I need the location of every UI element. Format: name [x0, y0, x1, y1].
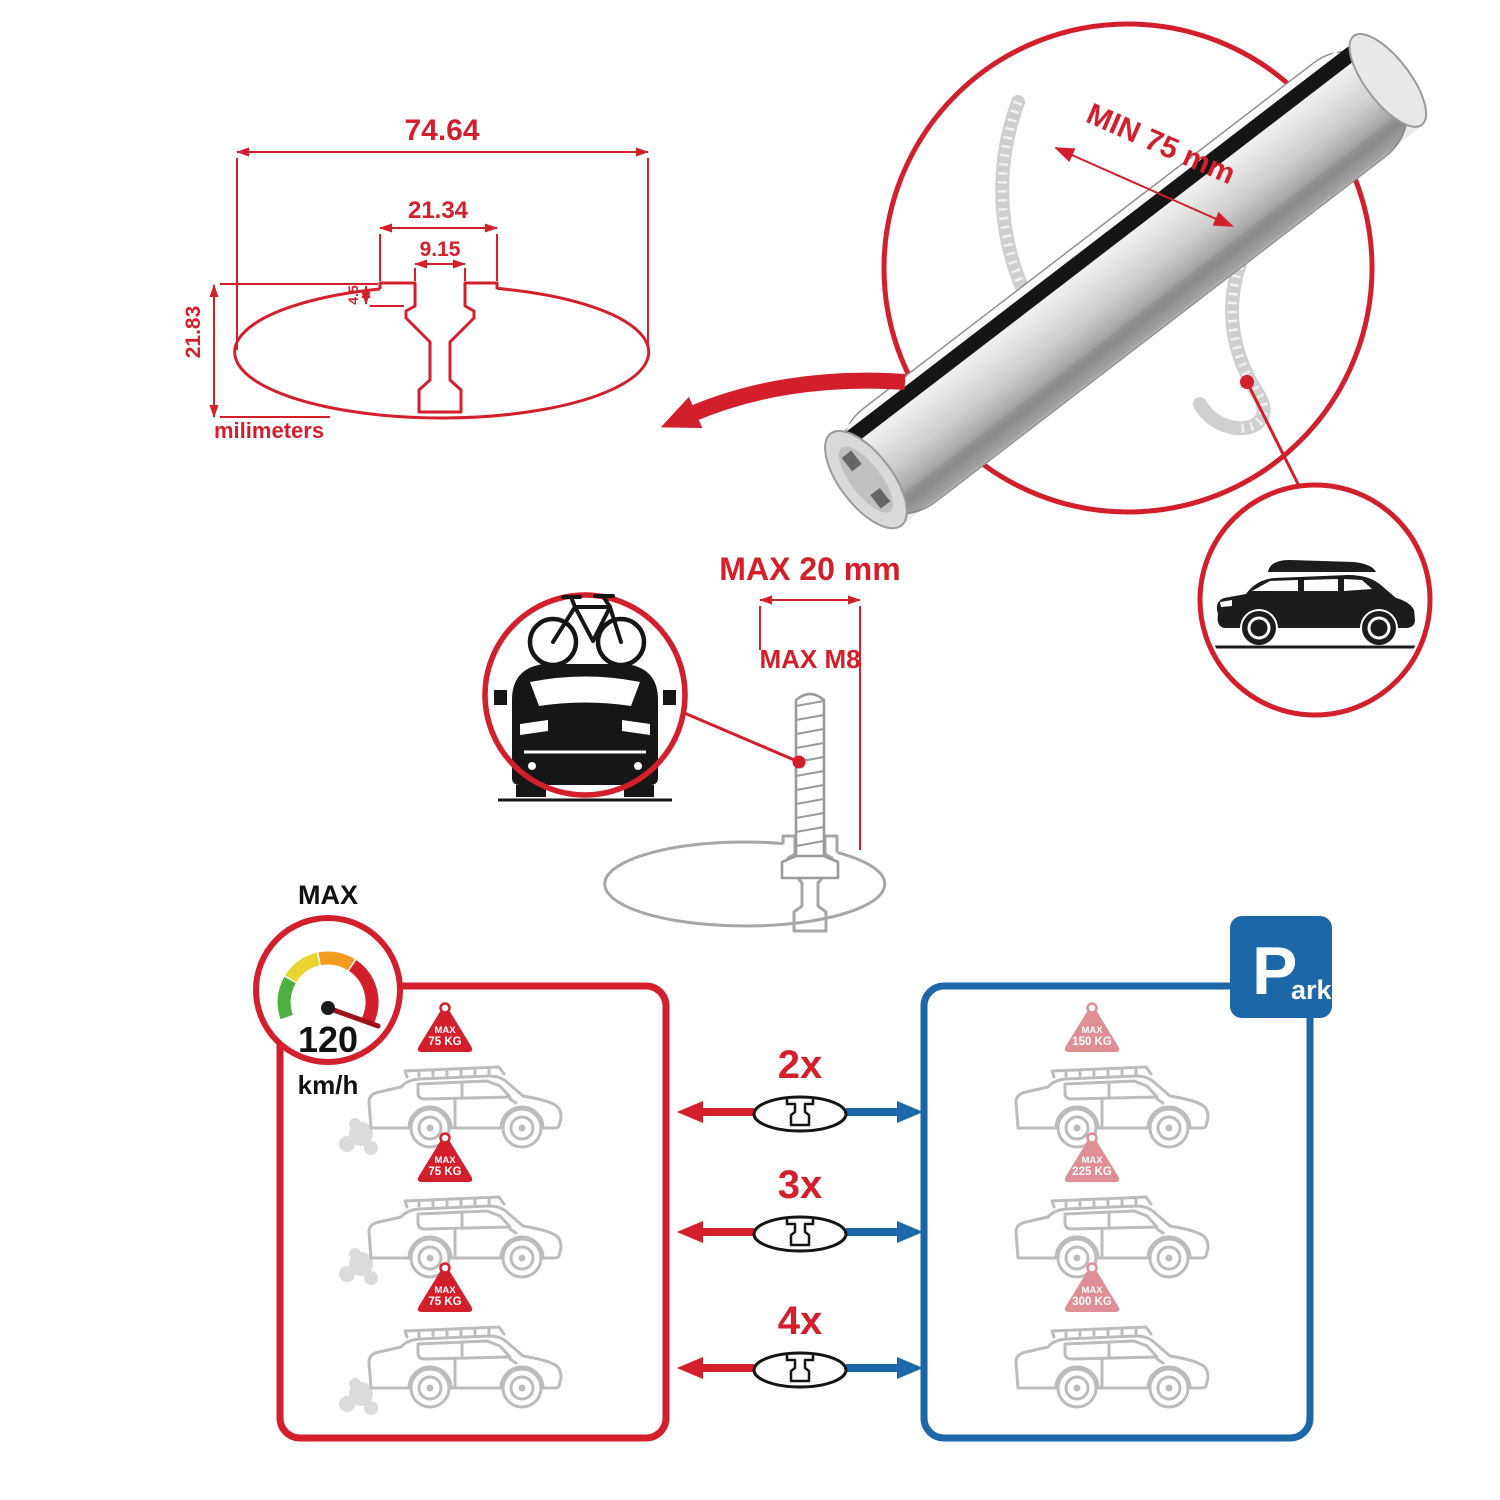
crossbar-seam	[876, 104, 1408, 513]
connector-to-front-circle	[681, 710, 800, 764]
bar-count-row: 2x	[677, 1043, 923, 1133]
load-badge: MAX 300 KG	[1063, 1262, 1121, 1314]
cross-section-channel-profile	[378, 281, 499, 414]
badge-max: MAX	[1081, 1025, 1103, 1036]
suv-window	[1344, 579, 1372, 591]
parked-panel: MAX 150 KG MAX 225 KG MAX 300 KG	[1014, 1002, 1210, 1409]
dim-slot-width-label: 9.15	[420, 238, 461, 261]
dim-total-width-label: 74.64	[404, 114, 479, 147]
bar-count-row: 4x	[677, 1299, 923, 1389]
suv-window	[1252, 580, 1298, 591]
car-mirror	[663, 690, 676, 705]
load-badge: MAX 75 KG	[416, 1002, 474, 1054]
rail-strap-right	[1193, 251, 1271, 436]
bar-count-rows: 2x 3x 4x	[677, 1043, 923, 1389]
car-front-art	[494, 664, 676, 802]
bolt-fitting-diagram: MAX 20 mm MAX M8	[603, 551, 901, 933]
badge-load: 75 KG	[428, 1036, 461, 1048]
crossbar-shade	[881, 107, 1423, 529]
car-windshield	[530, 676, 640, 706]
bolt-threads	[795, 700, 825, 847]
park-sign: P ark	[1230, 916, 1333, 1018]
park-sign-ark: ark	[1291, 975, 1333, 1005]
dim-bar-height-label: 21.83	[182, 306, 205, 359]
car-headlight	[622, 720, 650, 735]
bolt-head	[780, 854, 840, 880]
dim-channel-width-label: 21.34	[408, 197, 469, 224]
vehicle-circle-ring	[1197, 482, 1433, 718]
suv-window	[1304, 579, 1338, 591]
crossbar-profile-icon	[752, 1095, 848, 1133]
bicycle-icon	[527, 594, 647, 668]
front-circle-ring	[482, 592, 688, 798]
park-sign-board	[1230, 916, 1332, 1018]
min-span-arrow	[1054, 147, 1234, 227]
car-mirror	[494, 690, 507, 705]
crossbar-profile-icon	[752, 1351, 848, 1389]
connector-to-vehicle	[1245, 381, 1304, 493]
speed-value: 120	[298, 1019, 358, 1060]
max-clamp-label: MAX 20 mm	[719, 551, 900, 587]
car-foglight	[634, 762, 642, 770]
bolt	[780, 692, 840, 880]
load-badge: MAX 75 KG	[416, 1132, 474, 1184]
vehicle-roofbox-circle	[1197, 482, 1433, 718]
badge-max: MAX	[434, 1285, 456, 1296]
crossbar-rubber-strip	[840, 46, 1359, 448]
badge-max: MAX	[1081, 1155, 1103, 1166]
badge-load: 225 KG	[1072, 1166, 1112, 1178]
load-badge: MAX 225 KG	[1063, 1132, 1121, 1184]
cross-section-diagram: 74.64 21.34 9.15 4.5 21.83 milimeters	[182, 114, 651, 443]
badge-load: 75 KG	[428, 1296, 461, 1308]
badge-load: 150 KG	[1072, 1036, 1112, 1048]
vehicle-roofbox-art	[1212, 560, 1422, 649]
max-bolt-label: MAX M8	[759, 644, 860, 674]
grey-channel	[781, 834, 839, 933]
suv-headlight	[1220, 600, 1232, 607]
gauge-arcs	[277, 951, 379, 1024]
load-badge: MAX 150 KG	[1063, 1002, 1121, 1054]
car-tire	[516, 785, 546, 797]
bar-count-label: 3x	[778, 1163, 823, 1207]
grey-ellipse	[603, 840, 887, 928]
park-sign-p: P	[1252, 933, 1297, 1009]
speed-unit: km/h	[298, 1070, 359, 1100]
units-label: milimeters	[214, 418, 324, 443]
car-foglight	[528, 762, 536, 770]
badge-max: MAX	[434, 1155, 456, 1166]
crossbar-endcap-right	[1348, 33, 1428, 128]
bar-count-label: 2x	[778, 1043, 823, 1087]
driving-panel: MAX 75 KG MAX 75 KG MAX 75 KG	[339, 1002, 563, 1415]
badge-load: 75 KG	[428, 1166, 461, 1178]
badge-max: MAX	[434, 1025, 456, 1036]
badge-max: MAX	[1081, 1285, 1103, 1296]
gauge-needle	[325, 1005, 381, 1029]
pointer-arrow	[660, 372, 906, 429]
vehicle-front-circle	[482, 592, 688, 802]
car-tire	[624, 785, 654, 797]
car-headlight	[520, 720, 548, 735]
crossbar-highlight	[835, 40, 1351, 437]
roof-box	[1268, 560, 1376, 572]
crossbar-endcap-left	[824, 429, 908, 530]
bar-count-row: 3x	[677, 1163, 923, 1253]
crossbar-profile-icon	[752, 1215, 848, 1253]
load-badge: MAX 75 KG	[416, 1262, 474, 1314]
suv-wheel	[1362, 611, 1396, 645]
speed-limit-gauge: MAX 120 km/h	[253, 880, 403, 1100]
badge-load: 300 KG	[1072, 1296, 1112, 1308]
gauge-hub	[321, 1001, 335, 1015]
gauge-ring	[253, 915, 403, 1065]
zoom-circle: MIN 75 mm	[824, 21, 1428, 530]
suv-wheel	[1242, 611, 1276, 645]
cross-section-ellipse	[233, 286, 651, 420]
dim-lip-height-label: 4.5	[345, 285, 361, 305]
speed-max-label: MAX	[298, 880, 358, 910]
bar-count-label: 4x	[778, 1299, 823, 1343]
crossbar-render	[824, 33, 1428, 530]
